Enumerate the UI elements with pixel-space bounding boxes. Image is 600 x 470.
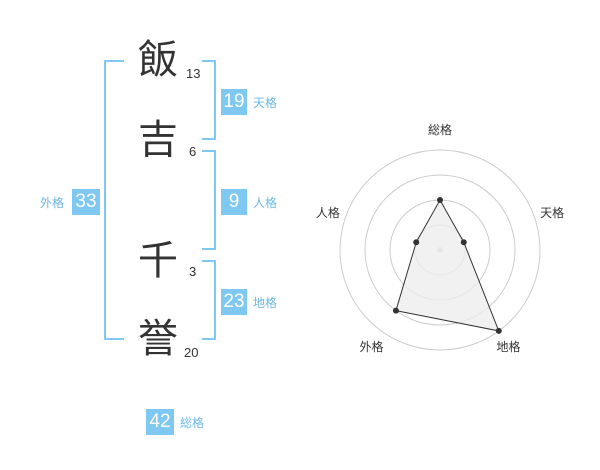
jinkaku-label: 人格 (253, 196, 278, 210)
chikaku-value: 23 (221, 289, 247, 315)
radar-grid-ring-4 (339, 149, 541, 351)
radar-point-4 (392, 307, 399, 314)
gaikaku-label: 外格 (40, 196, 65, 210)
radar-axis-label-4: 外格 (359, 339, 383, 354)
soukaku-label: 総格 (180, 416, 205, 430)
name-char-1: 飯 (138, 37, 178, 83)
name-char-2: 吉 (138, 117, 178, 163)
radar-point-1 (437, 197, 443, 203)
tenkaku-bracket (202, 60, 216, 140)
radar-point-5 (413, 239, 420, 246)
radar-axis-label-5: 人格 (316, 205, 340, 220)
chikaku-bracket (202, 260, 216, 340)
radar-point-3 (495, 327, 502, 334)
gaikaku-value: 33 (72, 189, 100, 215)
stroke-count-3: 3 (189, 264, 197, 279)
jinkaku-bracket (202, 150, 216, 250)
stroke-count-2: 6 (189, 144, 197, 159)
stroke-count-4: 20 (184, 345, 199, 360)
radar-point-2 (460, 239, 467, 246)
jinkaku-value: 9 (221, 189, 247, 215)
radar-axis-label-3: 地格 (497, 339, 521, 354)
radar-grid-ring-3 (364, 174, 516, 326)
radar-axis-label-2: 天格 (540, 205, 564, 220)
name-char-3: 千 (138, 238, 178, 284)
tenkaku-label: 天格 (253, 96, 278, 110)
name-char-4: 誉 (138, 316, 178, 362)
radar-data-polygon (395, 198, 500, 332)
chikaku-label: 地格 (253, 296, 278, 310)
soukaku-value: 42 (146, 409, 174, 435)
tenkaku-value: 19 (221, 89, 247, 115)
gaikaku-bracket (104, 60, 124, 340)
radar-axis-label-1: 総格 (428, 122, 452, 137)
stroke-count-1: 13 (186, 66, 201, 81)
